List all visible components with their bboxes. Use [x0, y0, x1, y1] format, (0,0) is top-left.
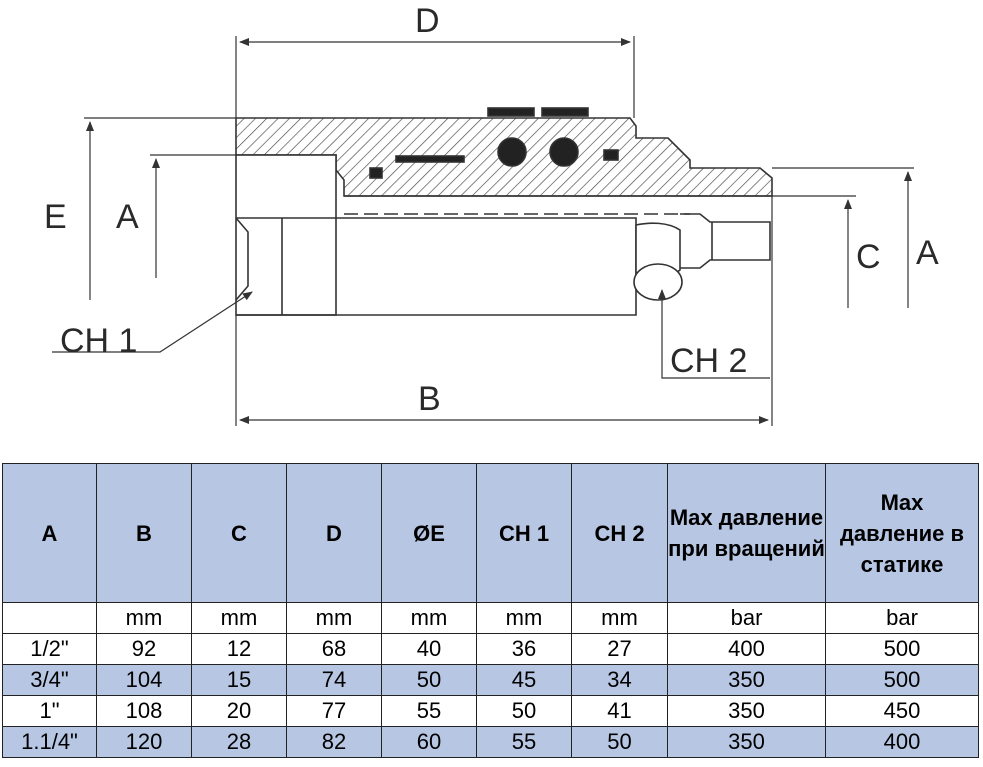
locking-ball-2 — [549, 137, 579, 167]
table-cell: 1/2" — [2, 633, 97, 665]
unit-cell: mm — [191, 602, 287, 634]
label-ch2: CH 2 — [670, 342, 747, 380]
unit-cell: bar — [825, 602, 979, 634]
header-a: A — [2, 463, 97, 603]
table-units-row: mm mm mm mm mm mm bar bar — [2, 602, 979, 634]
table-cell: 92 — [96, 633, 192, 665]
label-ch1: CH 1 — [60, 322, 137, 360]
label-d: D — [415, 2, 440, 40]
table-cell: 27 — [571, 633, 668, 665]
table-header-row: A B C D ØE CH 1 CH 2 Max давление при вр… — [2, 463, 979, 603]
table-row: 1" 108 20 77 55 50 41 350 450 — [2, 695, 979, 727]
table-cell: 34 — [571, 664, 668, 696]
table-cell: 500 — [825, 633, 979, 665]
unit-cell — [2, 602, 97, 634]
dimension-lines — [52, 36, 914, 426]
spec-table: A B C D ØE CH 1 CH 2 Max давление при вр… — [2, 463, 979, 758]
table-cell: 50 — [476, 695, 572, 727]
dimension-labels: D E A CH 1 B C A CH 2 — [44, 2, 939, 418]
table-cell: 55 — [476, 726, 572, 758]
unit-cell: mm — [96, 602, 192, 634]
header-b: B — [96, 463, 192, 603]
table-cell: 1.1/4" — [2, 726, 97, 758]
table-cell: 60 — [381, 726, 477, 758]
table-cell: 74 — [286, 664, 382, 696]
locking-ball-1 — [497, 137, 527, 167]
ch2-hex — [633, 263, 683, 301]
coupling-body — [235, 107, 773, 316]
table-cell: 500 — [825, 664, 979, 696]
table-cell: 82 — [286, 726, 382, 758]
table-cell: 50 — [381, 664, 477, 696]
label-a-right: A — [916, 234, 939, 272]
seal-1 — [487, 107, 535, 117]
table-cell: 68 — [286, 633, 382, 665]
header-e: ØE — [381, 463, 477, 603]
label-e: E — [44, 198, 67, 236]
table-row: 3/4" 104 15 74 50 45 34 350 500 — [2, 664, 979, 696]
seal-2 — [541, 107, 589, 117]
technical-drawing: D E A CH 1 B C A CH 2 — [44, 2, 939, 426]
table-cell: 1" — [2, 695, 97, 727]
table-cell: 36 — [476, 633, 572, 665]
table-cell: 40 — [381, 633, 477, 665]
left-hex-body — [235, 154, 337, 316]
table-cell: 12 — [191, 633, 287, 665]
table-row: 1/2" 92 12 68 40 36 27 400 500 — [2, 633, 979, 665]
header-ch2: CH 2 — [571, 463, 668, 603]
unit-cell: mm — [476, 602, 572, 634]
table-cell: 55 — [381, 695, 477, 727]
unit-cell: bar — [667, 602, 826, 634]
table-cell: 120 — [96, 726, 192, 758]
header-ch1: CH 1 — [476, 463, 572, 603]
unit-cell: mm — [381, 602, 477, 634]
label-b: B — [418, 380, 441, 418]
table-cell: 108 — [96, 695, 192, 727]
unit-cell: mm — [286, 602, 382, 634]
table-row: 1.1/4" 120 28 82 60 55 50 350 400 — [2, 726, 979, 758]
table-cell: 77 — [286, 695, 382, 727]
table-cell: 41 — [571, 695, 668, 727]
table-cell: 45 — [476, 664, 572, 696]
table-cell: 20 — [191, 695, 287, 727]
header-max-pressure-static: Max давление в статике — [825, 463, 979, 603]
table-cell: 350 — [667, 695, 826, 727]
table-cell: 450 — [825, 695, 979, 727]
unit-cell: mm — [571, 602, 668, 634]
table-cell: 350 — [667, 726, 826, 758]
table-cell: 350 — [667, 664, 826, 696]
table-cell: 400 — [667, 633, 826, 665]
table-cell: 50 — [571, 726, 668, 758]
table-cell: 400 — [825, 726, 979, 758]
label-a-left: A — [116, 198, 139, 236]
table-cell: 3/4" — [2, 664, 97, 696]
table-cell: 15 — [191, 664, 287, 696]
table-cell: 104 — [96, 664, 192, 696]
label-c: C — [856, 238, 881, 276]
header-c: C — [191, 463, 287, 603]
table-cell: 28 — [191, 726, 287, 758]
header-max-pressure-rotation: Max давление при вращений — [667, 463, 826, 603]
header-d: D — [286, 463, 382, 603]
